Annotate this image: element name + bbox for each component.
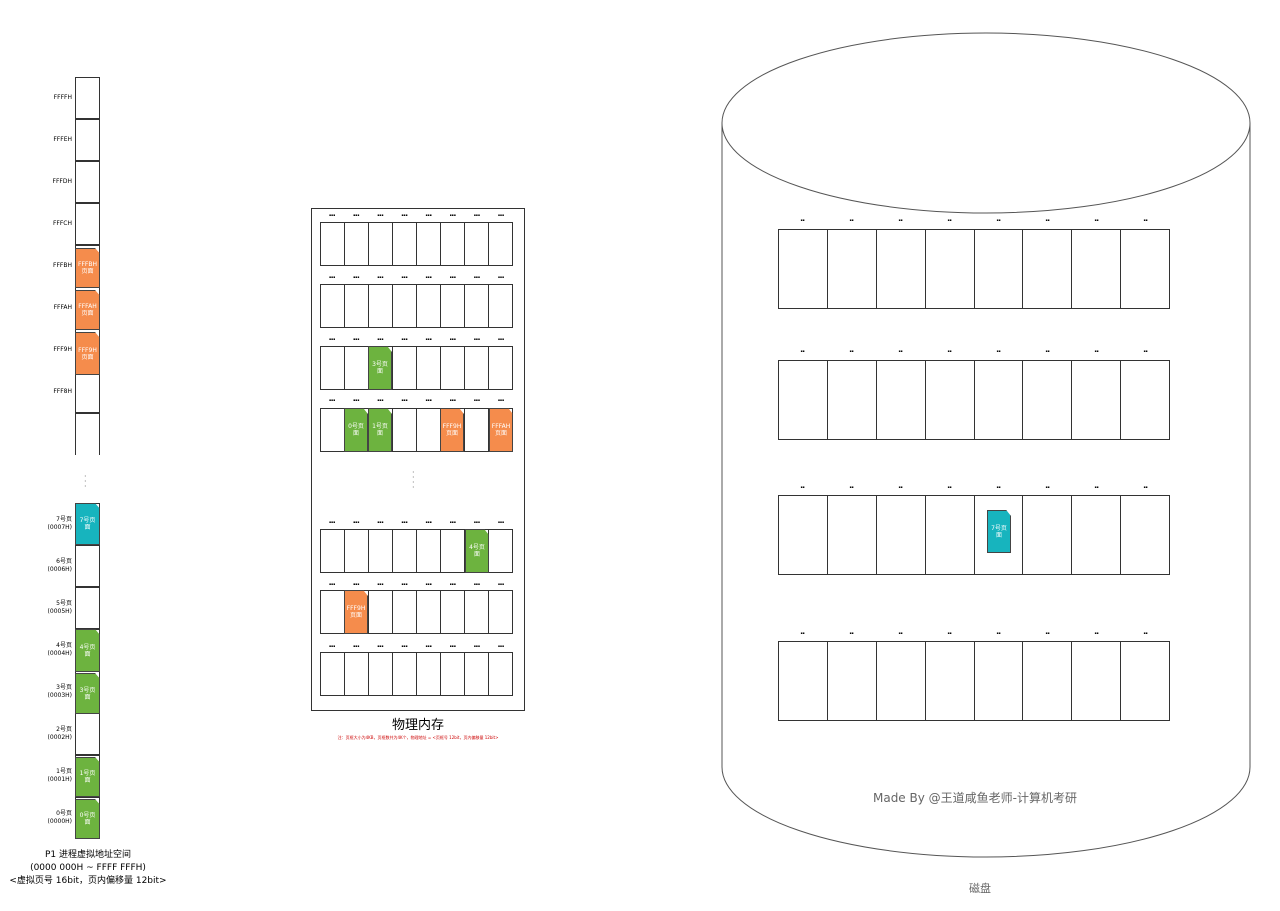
vpage-cell bbox=[75, 545, 100, 587]
vpage-cell bbox=[75, 203, 100, 245]
frame-header-row: ▪▪▪▪▪▪▪▪▪▪▪▪▪▪▪▪▪▪▪▪▪▪▪▪ bbox=[329, 337, 504, 341]
vpage-7: 7号页 面 bbox=[75, 503, 100, 545]
frame-row bbox=[320, 284, 513, 328]
vaddr-label: FFF9H bbox=[53, 346, 72, 353]
block-row bbox=[778, 229, 1170, 309]
vpage-label: 6号页(0006H) bbox=[47, 558, 72, 573]
block-header-row: ▪▪▪▪▪▪▪▪▪▪▪▪▪▪▪▪ bbox=[800, 631, 1148, 635]
vpage-label: 7号页(0007H) bbox=[47, 516, 72, 531]
frame-header-row: ▪▪▪▪▪▪▪▪▪▪▪▪▪▪▪▪▪▪▪▪▪▪▪▪ bbox=[329, 213, 504, 217]
vaddr-label: FFFEH bbox=[53, 136, 72, 143]
disk-page-7: 7号页 面 bbox=[987, 510, 1011, 553]
frame-row bbox=[320, 222, 513, 266]
frame-row bbox=[320, 652, 513, 696]
vpage-cell bbox=[75, 161, 100, 203]
frame-page-3: 3号页 面 bbox=[368, 346, 392, 390]
vpage-label: 0号页(0000H) bbox=[47, 810, 72, 825]
vpage-cell bbox=[75, 77, 100, 119]
block-row bbox=[778, 495, 1170, 575]
memory-title: 物理内存 bbox=[391, 718, 444, 733]
watermark-text: Made By @王道咸鱼老师-计算机考研 bbox=[872, 791, 1077, 805]
vpage-cell bbox=[75, 371, 100, 413]
vaddr-label: FFFBH bbox=[53, 262, 72, 269]
vpage-fff9: FFF9H 页面 bbox=[75, 332, 100, 375]
frame-header-row: ▪▪▪▪▪▪▪▪▪▪▪▪▪▪▪▪▪▪▪▪▪▪▪▪ bbox=[329, 582, 504, 586]
frame-header-row: ▪▪▪▪▪▪▪▪▪▪▪▪▪▪▪▪▪▪▪▪▪▪▪▪ bbox=[329, 644, 504, 648]
block-header-row: ▪▪▪▪▪▪▪▪▪▪▪▪▪▪▪▪ bbox=[800, 218, 1148, 222]
vpage-4: 4号页 面 bbox=[75, 629, 100, 672]
memory-note: 注：页框大小为4KB，页框数共为4K个，物理地址 = <页框号 12bit，页内… bbox=[337, 735, 499, 740]
block-header-row: ▪▪▪▪▪▪▪▪▪▪▪▪▪▪▪▪ bbox=[800, 485, 1148, 489]
vpage-label: 2号页(0002H) bbox=[47, 726, 72, 741]
vpage-3: 3号页 面 bbox=[75, 673, 100, 714]
frame-page-1: 1号页 面 bbox=[368, 408, 392, 452]
vpage-label: 4号页(0004H) bbox=[47, 642, 72, 657]
vpage-fffb: FFFBH 页面 bbox=[75, 248, 100, 288]
vaddr-label: FFF8H bbox=[53, 388, 72, 395]
vpage-cell bbox=[75, 119, 100, 161]
block-header-row: ▪▪▪▪▪▪▪▪▪▪▪▪▪▪▪▪ bbox=[800, 349, 1148, 353]
frame-page-fff9: FFF9H 页面 bbox=[440, 408, 464, 452]
block-row bbox=[778, 360, 1170, 440]
frame-header-row: ▪▪▪▪▪▪▪▪▪▪▪▪▪▪▪▪▪▪▪▪▪▪▪▪ bbox=[329, 520, 504, 524]
vpage-fffa: FFFAH 页面 bbox=[75, 290, 100, 330]
vpage-label: 5号页(0005H) bbox=[47, 600, 72, 615]
vpage-1: 1号页 面 bbox=[75, 757, 100, 797]
memory-frame bbox=[311, 208, 525, 711]
vpage-label: 1号页(0001H) bbox=[47, 768, 72, 783]
vpage-label: 3号页(0003H) bbox=[47, 684, 72, 699]
ellipsis: ···· bbox=[412, 468, 415, 492]
frame-page-fff9-b: FFF9H 页面 bbox=[344, 590, 368, 634]
ellipsis: ··· bbox=[84, 472, 87, 491]
vpage-0: 0号页 面 bbox=[75, 799, 100, 839]
frame-row bbox=[320, 346, 513, 390]
disk-title: 磁盘 bbox=[969, 882, 991, 895]
vaddr-label: FFFFH bbox=[53, 94, 72, 101]
virtual-caption: P1 进程虚拟地址空间 (0000 000H ~ FFFF FFFH) <虚拟页… bbox=[9, 850, 167, 886]
vaddr-label: FFFDH bbox=[52, 178, 73, 185]
vpage-cell bbox=[75, 413, 100, 455]
frame-header-row: ▪▪▪▪▪▪▪▪▪▪▪▪▪▪▪▪▪▪▪▪▪▪▪▪ bbox=[329, 275, 504, 279]
frame-page-4: 4号页 面 bbox=[465, 529, 489, 573]
frame-page-fffa: FFFAH 页面 bbox=[489, 408, 513, 452]
vpage-cell bbox=[75, 587, 100, 629]
vaddr-label: FFFCH bbox=[52, 220, 72, 227]
block-row bbox=[778, 641, 1170, 721]
frame-header-row: ▪▪▪▪▪▪▪▪▪▪▪▪▪▪▪▪▪▪▪▪▪▪▪▪ bbox=[329, 398, 504, 402]
frame-page-0: 0号页 面 bbox=[344, 408, 368, 452]
vaddr-label: FFFAH bbox=[53, 304, 72, 311]
vpage-cell bbox=[75, 713, 100, 755]
disk-cylinder bbox=[721, 32, 1251, 858]
